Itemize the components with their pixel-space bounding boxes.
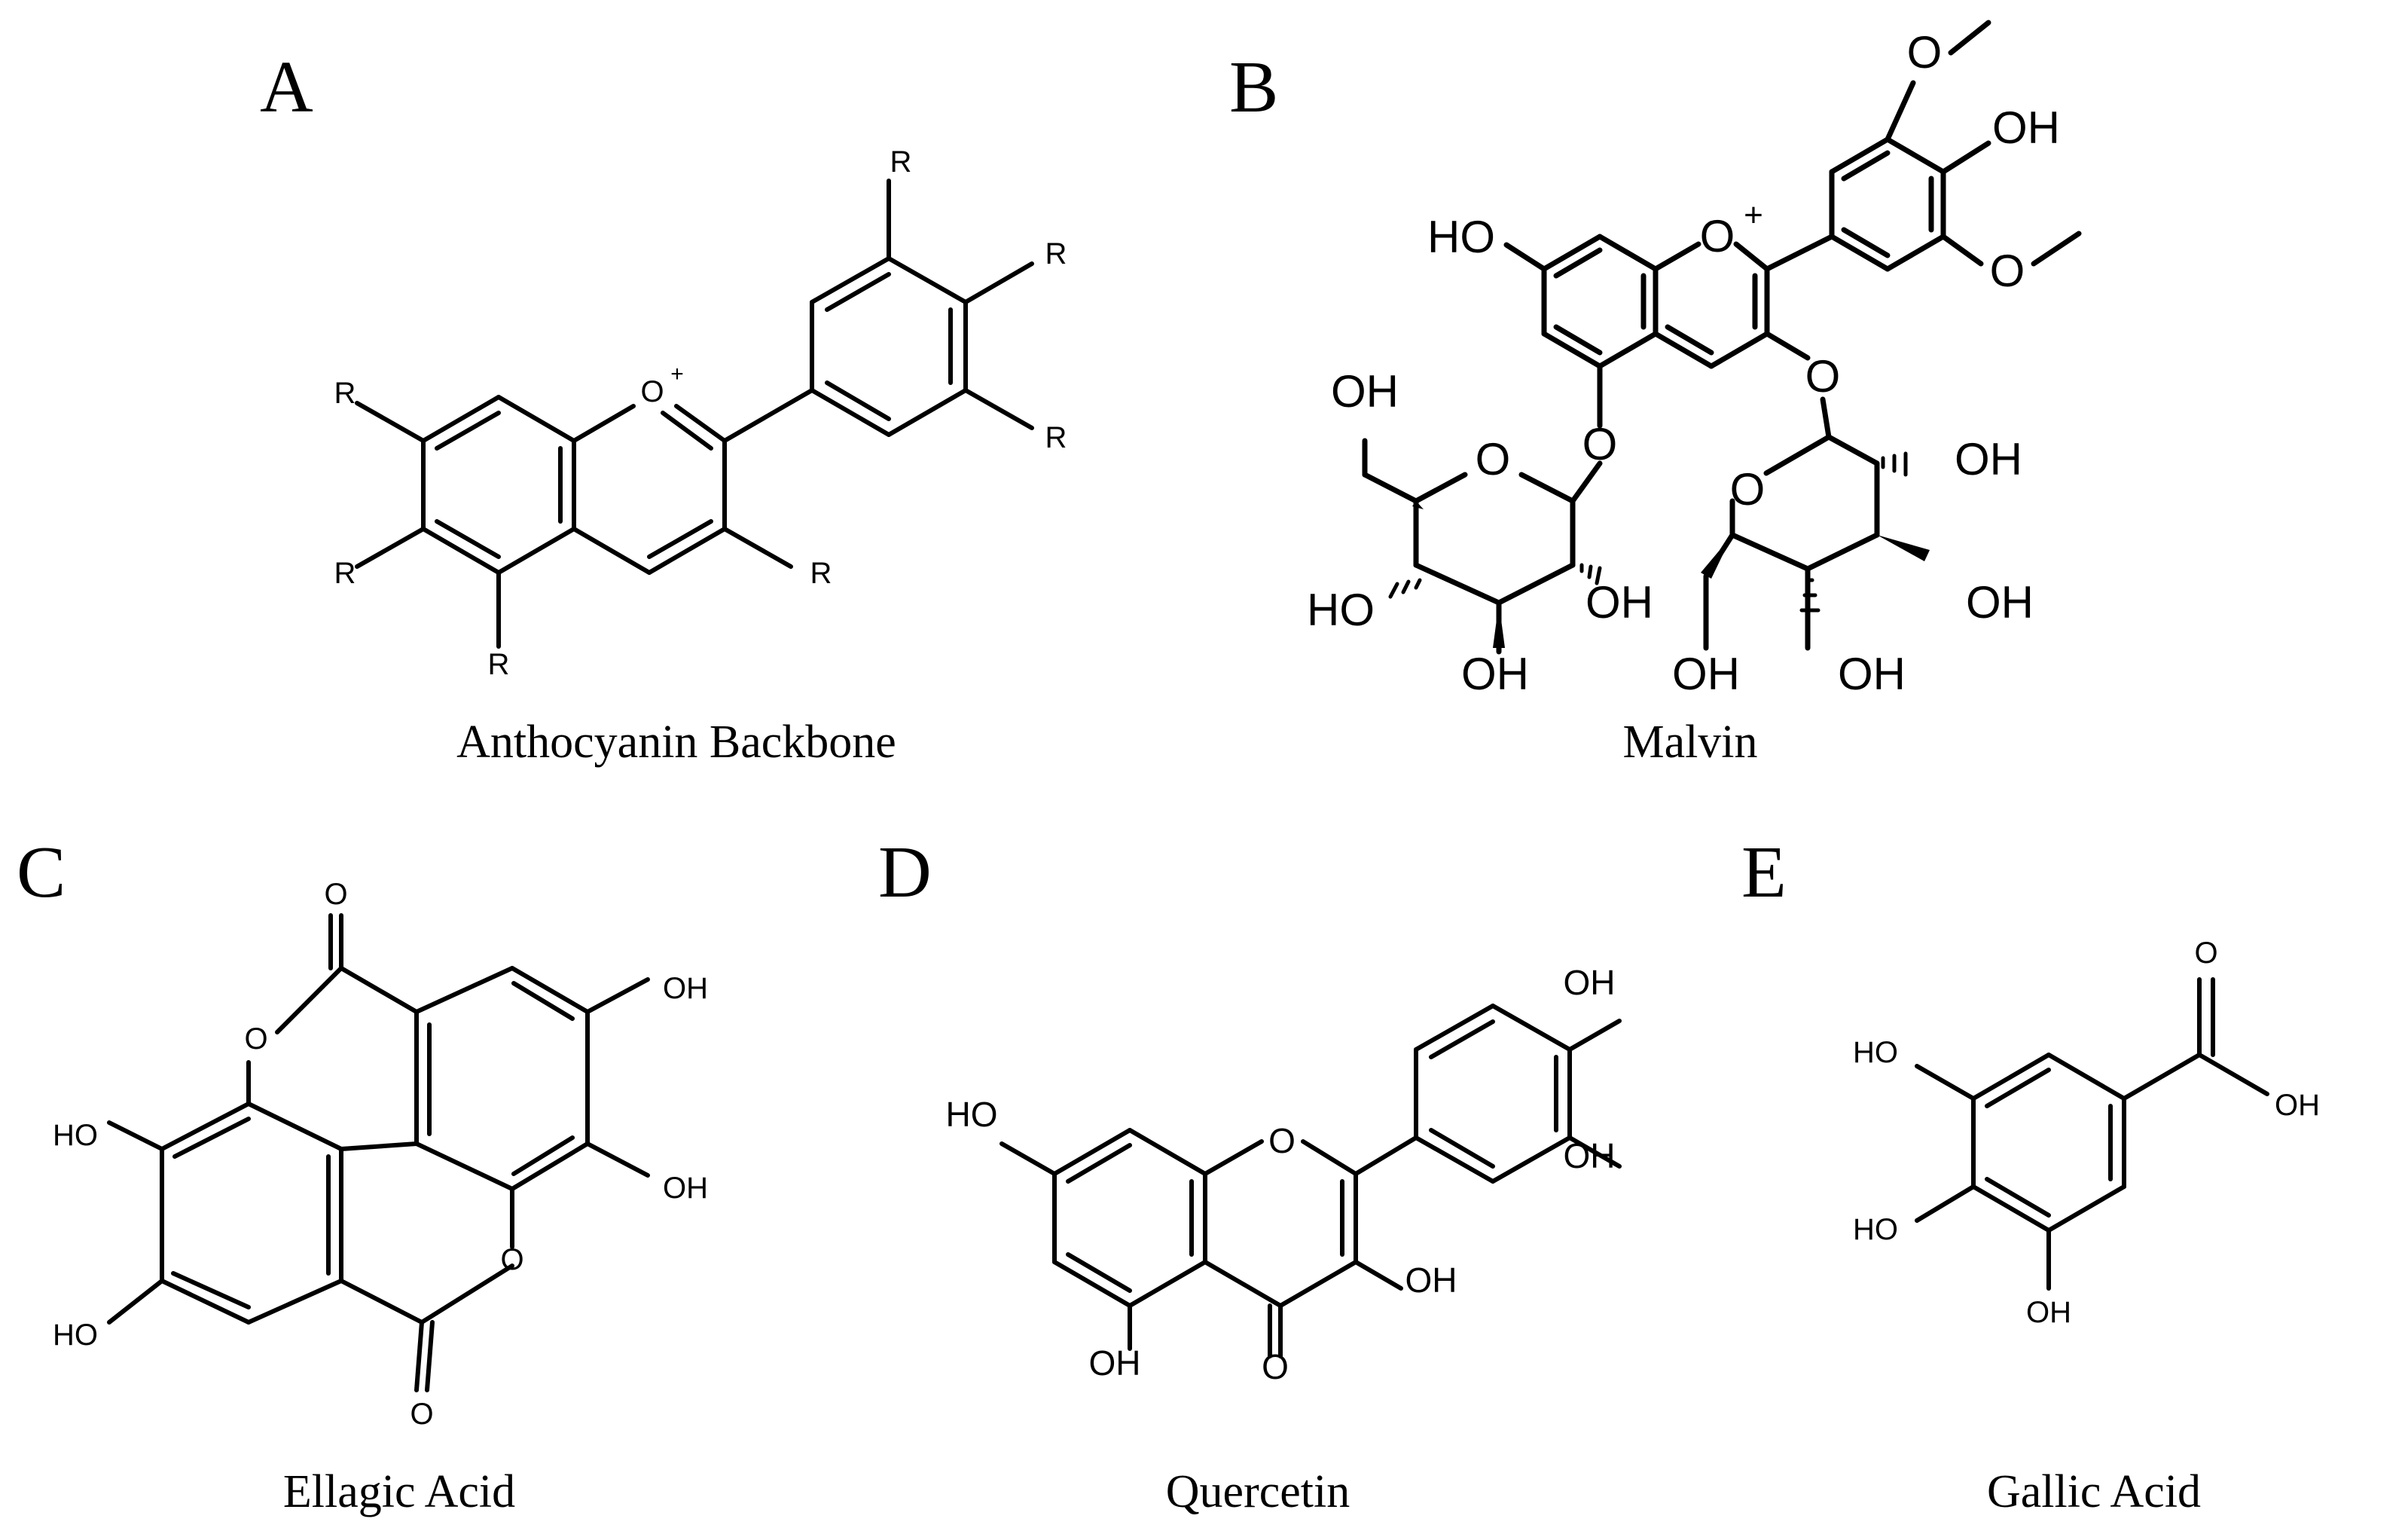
- atom-ho-label: HO: [1853, 1036, 1898, 1069]
- atom-oh-label: OH: [1966, 577, 2034, 628]
- atom-o-label: O: [1990, 246, 2025, 296]
- atom-r-label: R: [890, 145, 912, 179]
- gallic-acid-structure: O OH HO HO OH: [1853, 937, 2320, 1329]
- atom-o-ring-b: O: [1700, 211, 1735, 261]
- atom-o-label: O: [1907, 27, 1943, 78]
- atom-oh-label: OH: [1089, 1343, 1141, 1383]
- panel-letter-e: E: [1741, 832, 1787, 913]
- atom-r-label: R: [1045, 421, 1067, 454]
- atom-oh-label: OH: [663, 972, 708, 1005]
- atom-oh-label: OH: [1405, 1260, 1457, 1300]
- atom-ho-label: HO: [53, 1319, 98, 1352]
- atom-oh-label: OH: [1564, 963, 1616, 1002]
- atom-o-label: O: [1262, 1347, 1289, 1386]
- charge-plus-b: +: [1744, 197, 1763, 234]
- atom-oh-label: OH: [1461, 649, 1529, 699]
- gallic-acid-bonds: [1915, 977, 2269, 1291]
- malvin-stereo-bonds: [1388, 451, 1930, 648]
- atom-ho-label: HO: [946, 1095, 998, 1134]
- atom-r-label: R: [1045, 237, 1067, 270]
- atom-oh-label: OH: [663, 1172, 708, 1205]
- atom-oh-label: OH: [1992, 102, 2060, 153]
- atom-ho-label: HO: [1853, 1213, 1898, 1246]
- atom-ho-label: HO: [53, 1119, 98, 1152]
- atom-r-label: R: [810, 557, 832, 590]
- quercetin-structure: O OH OH OH HO OH O: [946, 963, 1622, 1386]
- panel-letter-a: A: [260, 47, 313, 128]
- atom-o-label: O: [324, 878, 347, 911]
- atom-oh-label: OH: [2275, 1089, 2320, 1122]
- atom-o-label: O: [2194, 937, 2217, 970]
- atom-oh-label: OH: [2026, 1296, 2071, 1329]
- ellagic-acid-bonds: [107, 913, 650, 1392]
- charge-plus-a: +: [670, 362, 684, 387]
- atom-o-ring-d: O: [1268, 1121, 1296, 1160]
- anthocyanin-bonds: [355, 179, 1034, 649]
- caption-e: Gallic Acid: [1987, 1466, 2201, 1517]
- atom-o-label: O: [1730, 464, 1766, 515]
- panel-letter-c: C: [17, 832, 66, 913]
- atom-oh-label: OH: [1564, 1136, 1616, 1175]
- quercetin-bonds: [1000, 1004, 1622, 1358]
- atom-o-label: O: [410, 1398, 433, 1431]
- atom-oh-label: OH: [1672, 649, 1740, 699]
- ellagic-acid-structure: O O OH OH O O HO HO: [53, 878, 708, 1431]
- atom-o-label: O: [1805, 351, 1841, 402]
- atom-r-label: R: [488, 648, 510, 681]
- atom-r-label: R: [334, 377, 356, 410]
- atom-o-label: O: [1582, 419, 1618, 469]
- atom-oh-label: OH: [1838, 649, 1906, 699]
- atom-ho-label: HO: [1427, 212, 1495, 262]
- atom-oh-label: OH: [1585, 577, 1653, 628]
- anthocyanin-structure: O + R R R R R R R: [334, 145, 1067, 681]
- caption-c: Ellagic Acid: [283, 1466, 515, 1517]
- panel-letter-b: B: [1229, 47, 1278, 128]
- malvin-bonds: [1362, 20, 2082, 655]
- caption-b: Malvin: [1622, 717, 1757, 768]
- caption-a: Anthocyanin Backbone: [456, 717, 896, 768]
- caption-d: Quercetin: [1166, 1466, 1350, 1517]
- atom-oh-label: OH: [1331, 366, 1399, 417]
- panel-letter-d: D: [878, 832, 932, 913]
- atom-o-label: O: [1476, 434, 1511, 484]
- atom-o-ring-a: O: [640, 375, 664, 408]
- atom-o-label: O: [244, 1022, 267, 1056]
- atom-r-label: R: [334, 557, 356, 590]
- malvin-structure: O + HO O OH O O O OH O HO OH OH O OH OH …: [1307, 20, 2082, 699]
- atom-o-label: O: [500, 1243, 523, 1276]
- atom-oh-label: OH: [1955, 434, 2022, 484]
- atom-ho-label: HO: [1307, 585, 1375, 635]
